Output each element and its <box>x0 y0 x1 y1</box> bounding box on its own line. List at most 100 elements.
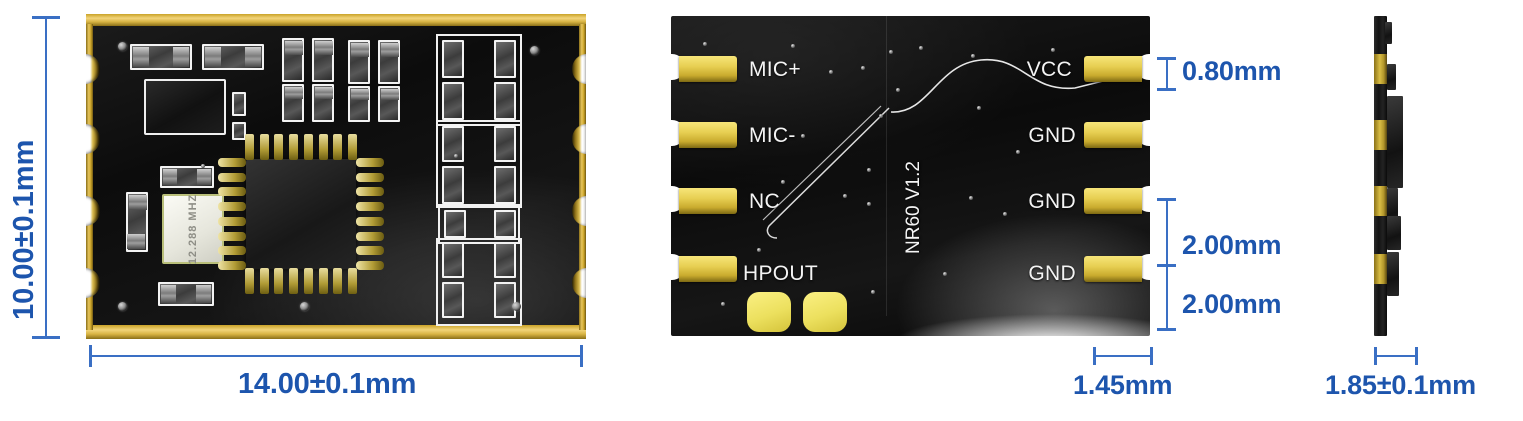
castellated-hole <box>86 268 100 298</box>
dimension-line-height <box>45 16 47 338</box>
dimension-tick <box>1157 57 1176 60</box>
label-vcc: VCC <box>1026 58 1072 81</box>
pad-hpout <box>679 256 737 282</box>
dimension-label-pad-height: 0.80mm <box>1182 56 1282 86</box>
label-nc: NC <box>749 190 780 213</box>
dimension-line-width <box>90 355 582 357</box>
edge-pad <box>1374 54 1387 84</box>
dimension-tick <box>580 345 583 367</box>
via-hole <box>781 180 785 184</box>
dimension-tick <box>1150 347 1153 365</box>
smd-component <box>232 92 246 116</box>
label-gnd-3: GND <box>1028 262 1076 285</box>
pad-nc <box>679 188 737 214</box>
via-hole <box>1003 212 1007 216</box>
dimension-tick <box>1157 88 1176 91</box>
board-seam <box>886 16 887 316</box>
pad-mic-plus <box>679 56 737 82</box>
edge-pad <box>1374 186 1387 216</box>
crystal-oscillator: 12.288 MHZ <box>162 194 224 264</box>
gold-edge-left <box>86 24 93 330</box>
via-hole <box>829 70 833 74</box>
via-hole <box>201 164 205 168</box>
smd-component <box>202 44 264 70</box>
smd-component <box>312 38 334 82</box>
dimension-line-pad-height <box>1166 57 1168 90</box>
silkscreen-wave <box>890 58 1108 113</box>
dimension-line-thickness <box>1375 355 1417 357</box>
via-hole <box>512 302 521 311</box>
via-hole <box>919 46 923 50</box>
via-hole <box>943 272 947 276</box>
gold-edge-top <box>86 14 586 26</box>
dimension-tick <box>1374 347 1377 365</box>
via-hole <box>300 302 309 311</box>
smd-component <box>494 40 516 78</box>
smd-component <box>494 210 516 238</box>
dimension-tick <box>1093 347 1096 365</box>
ic-pin-row-right <box>356 158 384 270</box>
via-hole <box>843 194 847 198</box>
pad-gnd-3 <box>1084 256 1142 282</box>
dimension-tick <box>1157 328 1176 331</box>
smd-component <box>442 166 464 204</box>
via-hole <box>971 54 975 58</box>
smd-component <box>348 86 370 122</box>
silkscreen-diagonal <box>762 105 890 239</box>
smd-component <box>282 84 304 122</box>
via-hole <box>703 42 707 46</box>
label-hpout: HPOUT <box>743 262 818 285</box>
silkscreen-outline <box>436 238 522 326</box>
via-hole <box>896 88 900 92</box>
smd-component <box>442 40 464 78</box>
smd-component <box>158 282 214 306</box>
castellated-hole <box>86 196 100 226</box>
smd-component <box>126 192 148 252</box>
dimension-tick <box>89 345 92 367</box>
ic-pin-row-bottom <box>245 268 357 294</box>
dimension-label-width: 14.00±0.1mm <box>238 368 417 400</box>
pcb-top-view: 12.288 MHZ <box>86 14 586 339</box>
smd-component <box>348 40 370 84</box>
main-ic-qfn <box>246 159 356 269</box>
smd-component <box>378 86 400 122</box>
via-hole <box>721 302 725 306</box>
silkscreen-outline <box>438 204 520 244</box>
dimension-label-thickness: 1.85±0.1mm <box>1325 370 1476 400</box>
smd-component <box>442 282 464 318</box>
via-hole <box>889 50 893 54</box>
castellated-hole <box>86 124 100 154</box>
label-gnd-1: GND <box>1028 124 1076 147</box>
edge-pad <box>1374 254 1387 284</box>
dimension-line-pad-width <box>1094 355 1152 357</box>
dimension-tick <box>32 336 60 339</box>
smd-component <box>494 82 516 120</box>
dimension-label-pitch-2: 2.00mm <box>1182 289 1282 319</box>
smd-component <box>494 166 516 204</box>
smd-component <box>494 282 516 318</box>
pcb-substrate <box>671 16 1150 336</box>
label-mic-plus: MIC+ <box>749 58 801 81</box>
smd-component <box>312 84 334 122</box>
castellated-hole <box>86 54 100 84</box>
silkscreen-outline <box>436 34 522 126</box>
dimension-label-pitch-1: 2.00mm <box>1182 230 1282 260</box>
via-hole <box>530 46 539 55</box>
side-component <box>1387 96 1403 188</box>
castellated-hole <box>572 196 586 226</box>
smd-component <box>442 82 464 120</box>
via-hole <box>861 66 865 70</box>
gold-edge-bottom <box>86 325 586 339</box>
via-hole <box>118 42 127 51</box>
test-pad <box>747 292 791 332</box>
smd-component <box>130 44 192 70</box>
dimension-label-pad-width: 1.45mm <box>1073 370 1173 400</box>
side-component <box>1387 252 1399 296</box>
silkscreen-outline <box>436 120 522 208</box>
dimension-label-height: 10.00±0.1mm <box>8 139 40 320</box>
side-component <box>1387 216 1401 250</box>
smd-component <box>160 166 214 188</box>
castellated-hole <box>572 124 586 154</box>
via-hole <box>118 302 127 311</box>
